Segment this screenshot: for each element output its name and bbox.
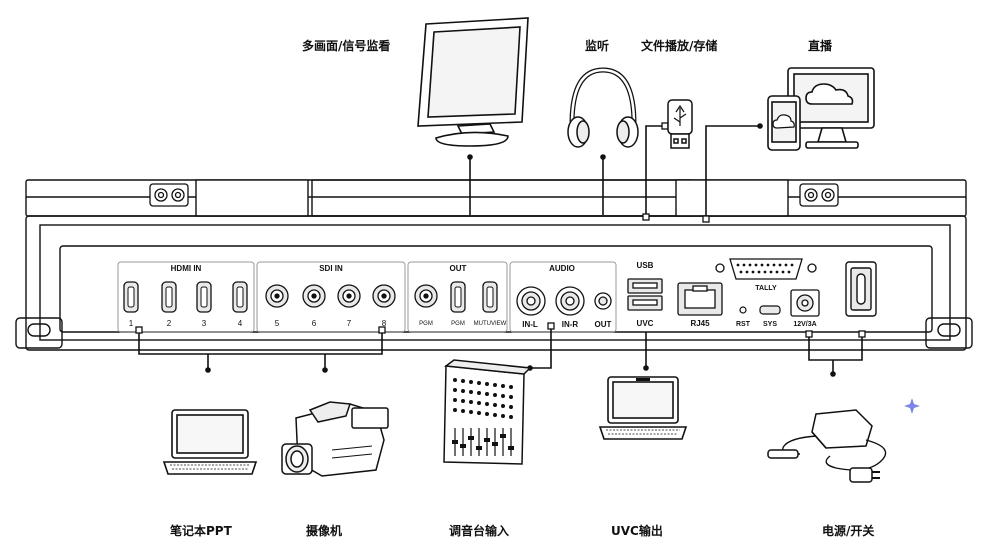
audio-mixer-icon [443, 359, 532, 465]
sdi-port-number: 6 [312, 319, 317, 328]
rj45-label: RJ45 [690, 319, 710, 328]
usb-group: USB UVC [627, 261, 663, 328]
audio-port-label: IN-R [562, 320, 579, 329]
power-label: 12V/3A [793, 321, 816, 328]
audio-title: AUDIO [549, 264, 575, 273]
label-streaming: 直播 [808, 39, 833, 53]
monitor-icon [417, 17, 529, 147]
sys-port[interactable] [759, 305, 781, 315]
label-mixer-input: 调音台输入 [449, 524, 510, 538]
camcorder-icon [281, 401, 389, 477]
hdmi-port-number: 1 [129, 319, 134, 328]
laptop-icon [598, 376, 688, 440]
audio-in-r-jack[interactable] [555, 286, 585, 316]
label-power-switch: 电源/开关 [822, 524, 875, 538]
tally-label: TALLY [755, 285, 777, 292]
sdi-port-number: 5 [275, 319, 280, 328]
usb-title: USB [637, 261, 654, 270]
hdmi-out-port[interactable] [450, 281, 466, 313]
power-adapter-icon [767, 409, 887, 483]
rj45-group: RJ45 [677, 282, 723, 328]
out-title: OUT [450, 264, 467, 273]
label-file-storage: 文件播放/存储 [641, 39, 718, 53]
hdmi-port[interactable] [196, 281, 212, 313]
streaming-devices-icon [767, 67, 875, 151]
dc-power-jack[interactable] [790, 289, 820, 317]
sdi-port-number: 7 [347, 319, 352, 328]
connection-lines [138, 125, 863, 374]
sdi-port[interactable] [302, 284, 326, 308]
out-port-label: MUTUVIEW [474, 321, 507, 327]
audio-port-label: IN-L [522, 320, 538, 329]
audio-in-l-jack[interactable] [516, 286, 546, 316]
sdi-port[interactable] [265, 284, 289, 308]
sparkle-icon [904, 398, 920, 414]
sdi-in-group: SDI IN 5 6 7 8 [256, 261, 406, 333]
sdi-in-title: SDI IN [319, 264, 343, 273]
audio-out-jack[interactable] [594, 292, 612, 310]
out-port-label: PGM [419, 321, 433, 327]
label-camera: 摄像机 [306, 524, 343, 538]
tally-pins [736, 263, 794, 274]
rj45-port[interactable] [677, 282, 723, 316]
tally-connector[interactable] [715, 258, 817, 280]
power-switch[interactable] [845, 261, 877, 317]
label-multiview: 多画面/信号监看 [302, 39, 391, 53]
usb-drive-icon [667, 99, 693, 149]
label-monitor-audio: 监听 [585, 39, 610, 53]
out-port-label: PGM [451, 321, 465, 327]
headphones-icon [567, 67, 639, 148]
sdi-port-number: 8 [382, 319, 387, 328]
rst-label: RST [736, 321, 751, 328]
hdmi-port-number: 4 [238, 319, 243, 328]
uvc-label: UVC [637, 319, 654, 328]
hdmi-port[interactable] [161, 281, 177, 313]
label-laptop-ppt: 笔记本PPT [170, 524, 232, 538]
hdmi-in-title: HDMI IN [171, 264, 202, 273]
sdi-port[interactable] [372, 284, 396, 308]
hdmi-port-number: 2 [167, 319, 172, 328]
hdmi-port-number: 3 [202, 319, 207, 328]
laptop-icon [162, 409, 258, 475]
hdmi-port[interactable] [123, 281, 139, 313]
hdmi-multiview-port[interactable] [482, 281, 498, 313]
hdmi-port[interactable] [232, 281, 248, 313]
out-group: OUT PGM PGM MUTUVIEW [407, 261, 508, 333]
audio-group: AUDIO IN-L IN-R OUT [509, 261, 617, 333]
sys-label: SYS [763, 321, 777, 328]
sdi-port[interactable] [337, 284, 361, 308]
connection-terminals [135, 122, 866, 338]
audio-port-label: OUT [595, 320, 612, 329]
label-uvc-output: UVC输出 [611, 524, 663, 538]
rst-button[interactable] [739, 306, 747, 314]
usb-port[interactable] [627, 278, 663, 311]
connection-nodes [205, 123, 836, 377]
lid-screws [149, 183, 839, 207]
tally-group: TALLY [715, 258, 817, 292]
sdi-out-port[interactable] [414, 284, 438, 308]
hdmi-in-group: HDMI IN 1 2 3 4 [117, 261, 255, 333]
